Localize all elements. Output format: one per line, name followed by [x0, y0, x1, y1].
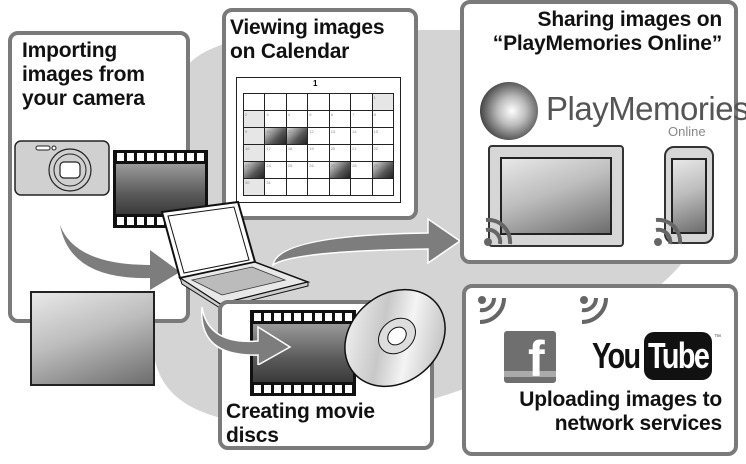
- tablet-device: [488, 145, 624, 247]
- calendar-day-cell[interactable]: 23: [244, 162, 266, 179]
- calendar-month: 1: [313, 79, 318, 88]
- facebook-icon: f: [528, 331, 545, 383]
- calendar-day-cell[interactable]: 29: [372, 162, 394, 179]
- calendar-day-cell[interactable]: 19: [308, 145, 330, 162]
- calendar-day-cell[interactable]: [329, 179, 352, 196]
- calendar-day-cell[interactable]: [372, 179, 394, 196]
- import-title: Importing images from your camera: [22, 39, 145, 110]
- playmemories-title: Sharing images on “PlayMemories Online”: [492, 8, 722, 55]
- calendar-day-cell[interactable]: 2: [244, 111, 266, 128]
- calendar-day-cell[interactable]: 30: [244, 179, 266, 196]
- playmemories-logo-subtext: Online: [668, 124, 706, 139]
- calendar-day-cell[interactable]: 17: [265, 145, 287, 162]
- calendar-day-cell[interactable]: 25: [286, 162, 309, 179]
- calendar-day-cell[interactable]: 11: [286, 128, 309, 145]
- calendar-day-cell[interactable]: 27: [329, 162, 352, 179]
- tablet-photo: [500, 157, 612, 235]
- calendar-day-cell[interactable]: 6: [329, 111, 352, 128]
- facebook-logo: f: [504, 331, 556, 383]
- youtube-tube-text: Tube: [648, 335, 710, 376]
- playmemories-logo-icon: [480, 82, 538, 140]
- network-title: Uploading images to network services: [519, 388, 722, 435]
- playmemories-panel: Sharing images on “PlayMemories Online” …: [460, 0, 746, 264]
- calendar-day-cell[interactable]: 9: [244, 128, 266, 145]
- discs-title: Creating movie discs: [226, 400, 375, 447]
- youtube-tm: ™: [714, 334, 721, 341]
- calendar-day-cell[interactable]: 4: [286, 111, 309, 128]
- wifi-icon: [580, 296, 608, 324]
- calendar-day-cell[interactable]: 13: [329, 128, 352, 145]
- arrow-share-icon: [271, 217, 462, 267]
- phone-photo: [671, 158, 707, 234]
- calendar-day-cell[interactable]: 3: [265, 111, 287, 128]
- calendar-day-cell[interactable]: [329, 94, 352, 111]
- laptop-icon: [160, 200, 310, 309]
- calendar-day-cell[interactable]: 16: [244, 145, 266, 162]
- calendar-day-cell[interactable]: [308, 94, 330, 111]
- calendar-day-cell[interactable]: [265, 94, 287, 111]
- calendar-day-cell[interactable]: 20: [329, 145, 352, 162]
- calendar-day-cell[interactable]: 5: [308, 111, 330, 128]
- network-panel: f You Tube ™ Uploading images to network…: [462, 284, 738, 456]
- calendar-day-cell[interactable]: 15: [372, 128, 394, 145]
- calendar-day-cell[interactable]: 21: [351, 145, 373, 162]
- arrow-import-icon: [60, 225, 180, 290]
- calendar-day-cell[interactable]: 24: [265, 162, 287, 179]
- calendar-day-cell[interactable]: [308, 179, 330, 196]
- wifi-icon: [654, 217, 683, 246]
- disc-icon: [344, 288, 446, 388]
- playmemories-logo-text: PlayMemories: [546, 90, 746, 127]
- calendar-day-cell[interactable]: 14: [351, 128, 373, 145]
- wifi-icon: [484, 217, 513, 246]
- calendar-day-cell[interactable]: 8: [372, 111, 394, 128]
- calendar-title: Viewing images on Calendar: [230, 16, 385, 63]
- calendar-day-cell[interactable]: 10: [265, 128, 287, 145]
- calendar-day-cell[interactable]: 26: [308, 162, 330, 179]
- calendar-day-cell[interactable]: 18: [286, 145, 309, 162]
- camera-icon: [14, 140, 110, 196]
- calendar-day-cell[interactable]: [351, 179, 373, 196]
- calendar-day-cell[interactable]: [244, 94, 266, 111]
- wifi-icon: [478, 296, 506, 324]
- calendar-day-cell[interactable]: 1: [372, 94, 394, 111]
- calendar-day-cell[interactable]: 12: [308, 128, 330, 145]
- youtube-logo: Tube: [644, 332, 712, 380]
- calendar-day-cell[interactable]: [286, 94, 309, 111]
- calendar-day-cell[interactable]: [286, 179, 309, 196]
- arrow-disc-icon: [201, 306, 292, 365]
- calendar-day-cell[interactable]: [351, 94, 373, 111]
- youtube-you-text: You: [592, 335, 641, 376]
- calendar-day-cell[interactable]: 22: [372, 145, 394, 162]
- photo-children: [30, 291, 155, 386]
- calendar-day-cell[interactable]: 7: [351, 111, 373, 128]
- calendar-day-cell[interactable]: 28: [351, 162, 373, 179]
- calendar-day-cell[interactable]: 31: [265, 179, 287, 196]
